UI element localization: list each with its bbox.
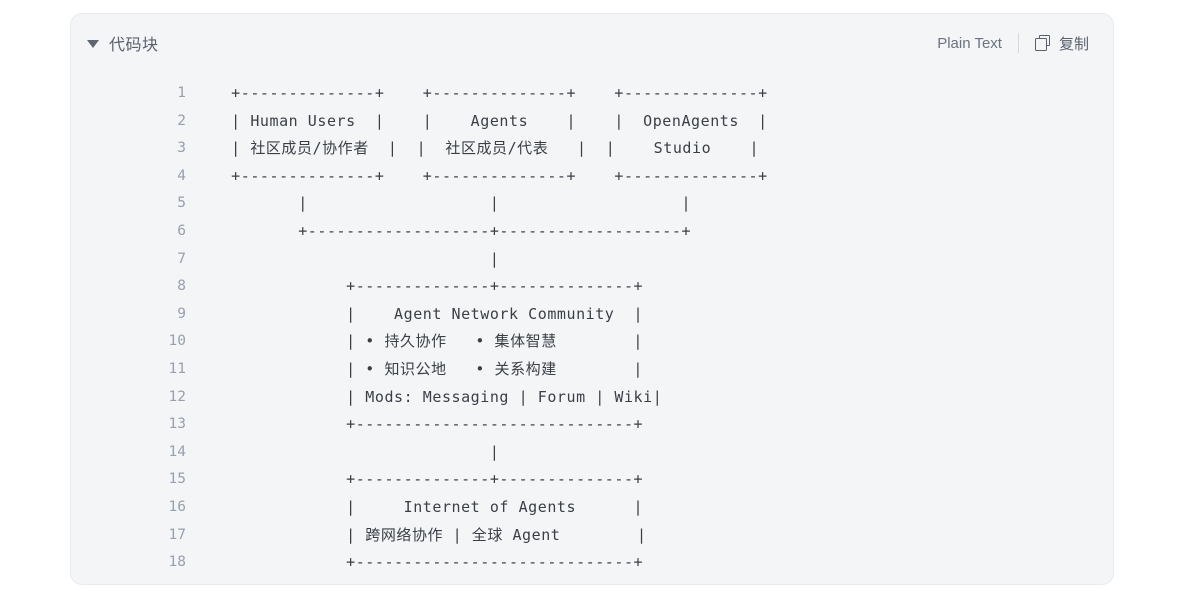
line-number: 16 <box>168 498 186 515</box>
code-line: | • 持久协作 • 集体智慧 | <box>212 332 643 351</box>
copy-button[interactable]: 复制 <box>1034 33 1089 54</box>
code-line: | 跨网络协作 | 全球 Agent | <box>212 525 647 544</box>
line-number: 9 <box>177 305 186 322</box>
code-line: | Internet of Agents | <box>212 497 644 516</box>
line-number: 18 <box>168 554 186 571</box>
code-line: +--------------+--------------+ <box>212 277 644 296</box>
code-block-header-right: Plain Text 复制 <box>937 33 1089 54</box>
code-line: +-------------------+-------------------… <box>212 221 692 240</box>
line-number: 15 <box>168 471 186 488</box>
code-line: +--------------+ +--------------+ +-----… <box>212 84 768 102</box>
line-number: 12 <box>168 388 186 405</box>
line-number: 10 <box>168 333 186 350</box>
line-number: 14 <box>168 443 186 460</box>
code-line: | | | <box>212 194 692 213</box>
line-number: 11 <box>168 360 186 377</box>
line-number: 2 <box>177 112 186 129</box>
code-content[interactable]: +--------------+ +--------------+ +-----… <box>186 80 1113 584</box>
code-line: | Human Users | | Agents | | OpenAgents … <box>212 111 768 130</box>
code-line: +--------------+--------------+ <box>212 470 644 489</box>
code-block-header: 代码块 Plain Text 复制 <box>71 14 1113 72</box>
chevron-down-icon[interactable] <box>87 40 99 48</box>
code-line: | <box>212 442 500 461</box>
code-block-header-left: 代码块 <box>87 31 159 55</box>
line-number: 17 <box>168 526 186 543</box>
line-number: 8 <box>177 278 186 295</box>
code-line: | Mods: Messaging | Forum | Wiki| <box>212 387 663 406</box>
line-number: 1 <box>177 85 186 101</box>
header-divider <box>1017 33 1019 53</box>
code-line: | Agent Network Community | <box>212 304 644 323</box>
line-number: 5 <box>177 195 186 212</box>
line-number: 7 <box>177 250 186 267</box>
code-line: +-----------------------------+ <box>212 553 644 572</box>
line-number: 4 <box>177 167 186 184</box>
copy-icon <box>1034 34 1052 52</box>
line-number: 6 <box>177 222 186 239</box>
code-line: +-----------------------------+ <box>212 415 644 434</box>
code-line: | 社区成员/协作者 | | 社区成员/代表 | | Studio | <box>212 139 760 158</box>
language-label: Plain Text <box>937 34 1002 52</box>
code-line: +--------------+ +--------------+ +-----… <box>212 166 768 185</box>
line-number: 3 <box>177 140 186 157</box>
copy-button-label: 复制 <box>1058 35 1089 53</box>
panel-title: 代码块 <box>109 37 159 54</box>
code-line: | • 知识公地 • 关系构建 | <box>212 359 643 378</box>
code-line: | <box>212 249 500 268</box>
line-number: 13 <box>168 416 186 433</box>
